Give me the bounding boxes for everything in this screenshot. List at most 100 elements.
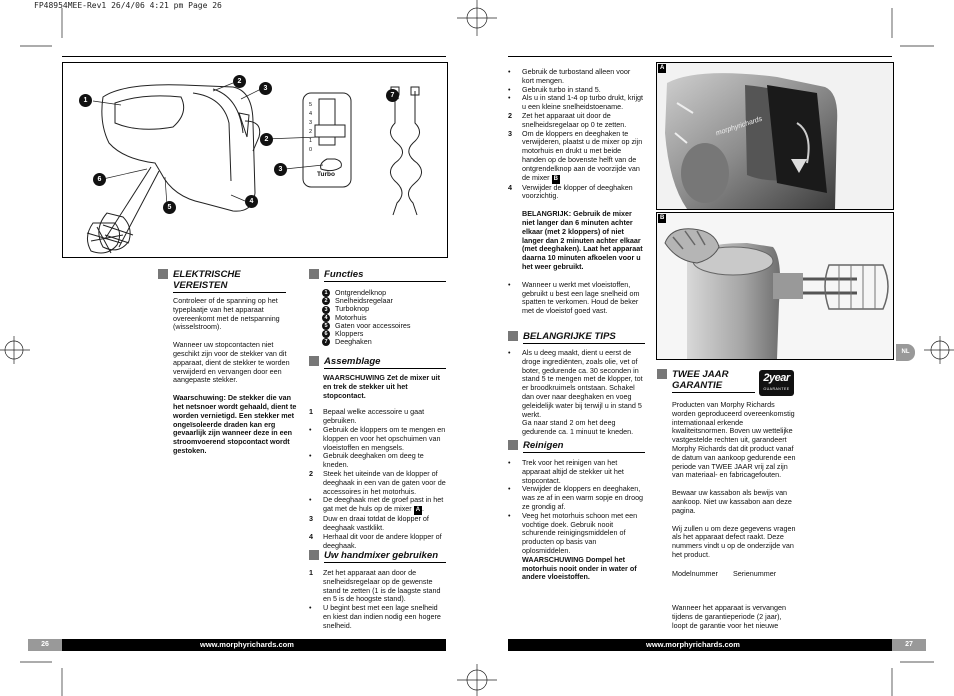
turbo-label: Turbo (317, 171, 335, 178)
section-marker (309, 356, 319, 366)
section-marker (309, 269, 319, 279)
warranty-paragraph-3: Wij zullen u om deze gegevens vragen als… (672, 523, 796, 559)
section-marker (508, 440, 518, 450)
step-3: Duw en draai totdat de klopper of deegha… (323, 514, 429, 532)
section-marker (657, 369, 667, 379)
guarantee-logo: 2year GUARANTEE (759, 370, 794, 396)
figure-ref-b: B (551, 174, 560, 184)
model-number-label: Modelnummer (672, 569, 718, 578)
photo-b-image (657, 213, 893, 359)
callout-6: 6 (93, 173, 106, 186)
top-rule-right (508, 56, 892, 57)
section-title: Assemblage (324, 356, 446, 369)
mixer-illustration (86, 82, 422, 254)
photo-b: B (656, 212, 894, 360)
step-3: Om de kloppers en deeghaken te verwijder… (522, 128, 643, 182)
elec-paragraph-2: Wanneer uw stopcontacten niet geschikt z… (173, 340, 290, 385)
tip: Als u deeg maakt, dient u eerst de droge… (522, 348, 643, 419)
assemblage-body: WAARSCHUWING Zet de mixer uit en trek de… (309, 373, 446, 550)
callout-1: 1 (79, 94, 92, 107)
step-2: Zet het apparaat uit door de snelheidsre… (522, 110, 627, 129)
callout-2b: 2 (260, 133, 273, 146)
section-title: BELANGRIJKE TIPS (523, 331, 645, 344)
callout-5: 5 (163, 201, 176, 214)
top-rule-left (62, 56, 446, 57)
bullet: De deeghaak met de groef past in het gat… (323, 495, 444, 514)
photo-label-a: A (658, 64, 667, 73)
section-tips: BELANGRIJKE TIPS (508, 331, 645, 344)
page-number-right: 27 (892, 639, 926, 651)
section-marker (309, 550, 319, 560)
footer-url[interactable]: www.morphyrichards.com (200, 640, 294, 649)
cleaning-warning: WAARSCHUWING Dompel het motorhuis nooit … (522, 554, 637, 582)
section-functies: Functies (309, 269, 446, 282)
step-1: Zet het apparaat aan door de snelheidsre… (323, 568, 441, 604)
step-4: Herhaal dit voor de andere klopper of de… (323, 531, 442, 550)
page-number-left: 26 (28, 639, 62, 651)
photo-label-b: B (658, 214, 667, 223)
section-warranty: TWEE JAAR GARANTIE (657, 369, 755, 393)
elec-paragraph-1: Controleer of de spanning op het typepla… (173, 296, 280, 332)
elec-body: Controleer of de spanning op het typepla… (173, 296, 297, 456)
elec-warning: Waarschuwing: De stekker die van het net… (173, 393, 297, 455)
callout-3b: 3 (274, 163, 287, 176)
step-2: Steek het uiteinde van de klopper of dee… (323, 468, 446, 496)
section-title: Reinigen (523, 440, 645, 453)
tip-2: Ga naar stand 2 om het deeg gedurende ca… (522, 418, 634, 437)
section-marker (158, 269, 168, 279)
section-title-line1: ELEKTRISCHE (173, 269, 241, 280)
reinigen-body: •Trek voor het reinigen van het apparaat… (508, 458, 644, 582)
photo-a-image (657, 63, 893, 209)
bullet: Gebruik turbo in stand 5. (522, 84, 601, 94)
bullet: Gebruik deeghaken om deeg te kneden. (323, 451, 424, 470)
footer-bar-right: www.morphyrichards.com (508, 639, 892, 651)
callout-3: 3 (259, 82, 272, 95)
bullet: Veeg het motorhuis schoon met een vochti… (522, 510, 638, 555)
callout-4: 4 (245, 195, 258, 208)
step-1: Bepaal welke accessoire u gaat gebruiken… (323, 407, 425, 426)
section-handmixer: Uw handmixer gebruiken (309, 550, 446, 563)
language-tab-nl: NL (896, 344, 915, 361)
important-note: BELANGRIJK: Gebruik de mixer niet langer… (522, 209, 643, 271)
bullet: Trek voor het reinigen van het apparaat … (522, 458, 624, 485)
bullet: Gebruik de turbostand alleen voor kort m… (522, 67, 631, 85)
warranty-paragraph-2: Bewaar uw kassabon als bewijs van aankoo… (672, 488, 792, 515)
section-reinigen: Reinigen (508, 440, 645, 453)
warranty-paragraph-1: Producten van Morphy Richards worden gep… (672, 400, 796, 480)
callout-7: 7 (386, 89, 399, 102)
assemblage-warning: WAARSCHUWING Zet de mixer uit en trek de… (323, 373, 441, 400)
bullet: Gebruik de kloppers om te mengen en klop… (323, 424, 446, 452)
usage-continued: •Gebruik de turbostand alleen voor kort … (508, 67, 644, 316)
serial-number-label: Serienummer (733, 569, 777, 578)
footer-bar-left: www.morphyrichards.com (62, 639, 446, 651)
section-title-line2: GARANTIE (672, 380, 723, 391)
callout-2: 2 (233, 75, 246, 88)
bullet: U begint best met een lage snelheid en k… (323, 603, 441, 630)
warranty-body: Producten van Morphy Richards worden gep… (672, 400, 798, 569)
section-title: Functies (324, 269, 446, 282)
section-elektrische-vereisten: ELEKTRISCHE VEREISTEN (158, 269, 286, 293)
bullet: Verwijder de kloppers en deeghaken, was … (522, 484, 644, 511)
footer-url[interactable]: www.morphyrichards.com (646, 640, 740, 649)
bullet: Wanneer u werkt met vloeistoffen, gebrui… (522, 279, 640, 316)
bullet: Als u in stand 1-4 op turbo drukt, krijg… (522, 93, 644, 112)
section-title-line1: TWEE JAAR (672, 369, 729, 380)
section-title: Uw handmixer gebruiken (324, 550, 446, 563)
step-4: Verwijder de klopper of deeghaken voorzi… (522, 182, 633, 201)
warranty-paragraph-4: Wanneer het apparaat is vervangen tijden… (672, 603, 787, 630)
section-assemblage: Assemblage (309, 356, 446, 369)
tips-body: •Als u deeg maakt, dient u eerst de drog… (508, 348, 645, 437)
section-marker (508, 331, 518, 341)
section-title-line2: VEREISTEN (173, 280, 228, 291)
